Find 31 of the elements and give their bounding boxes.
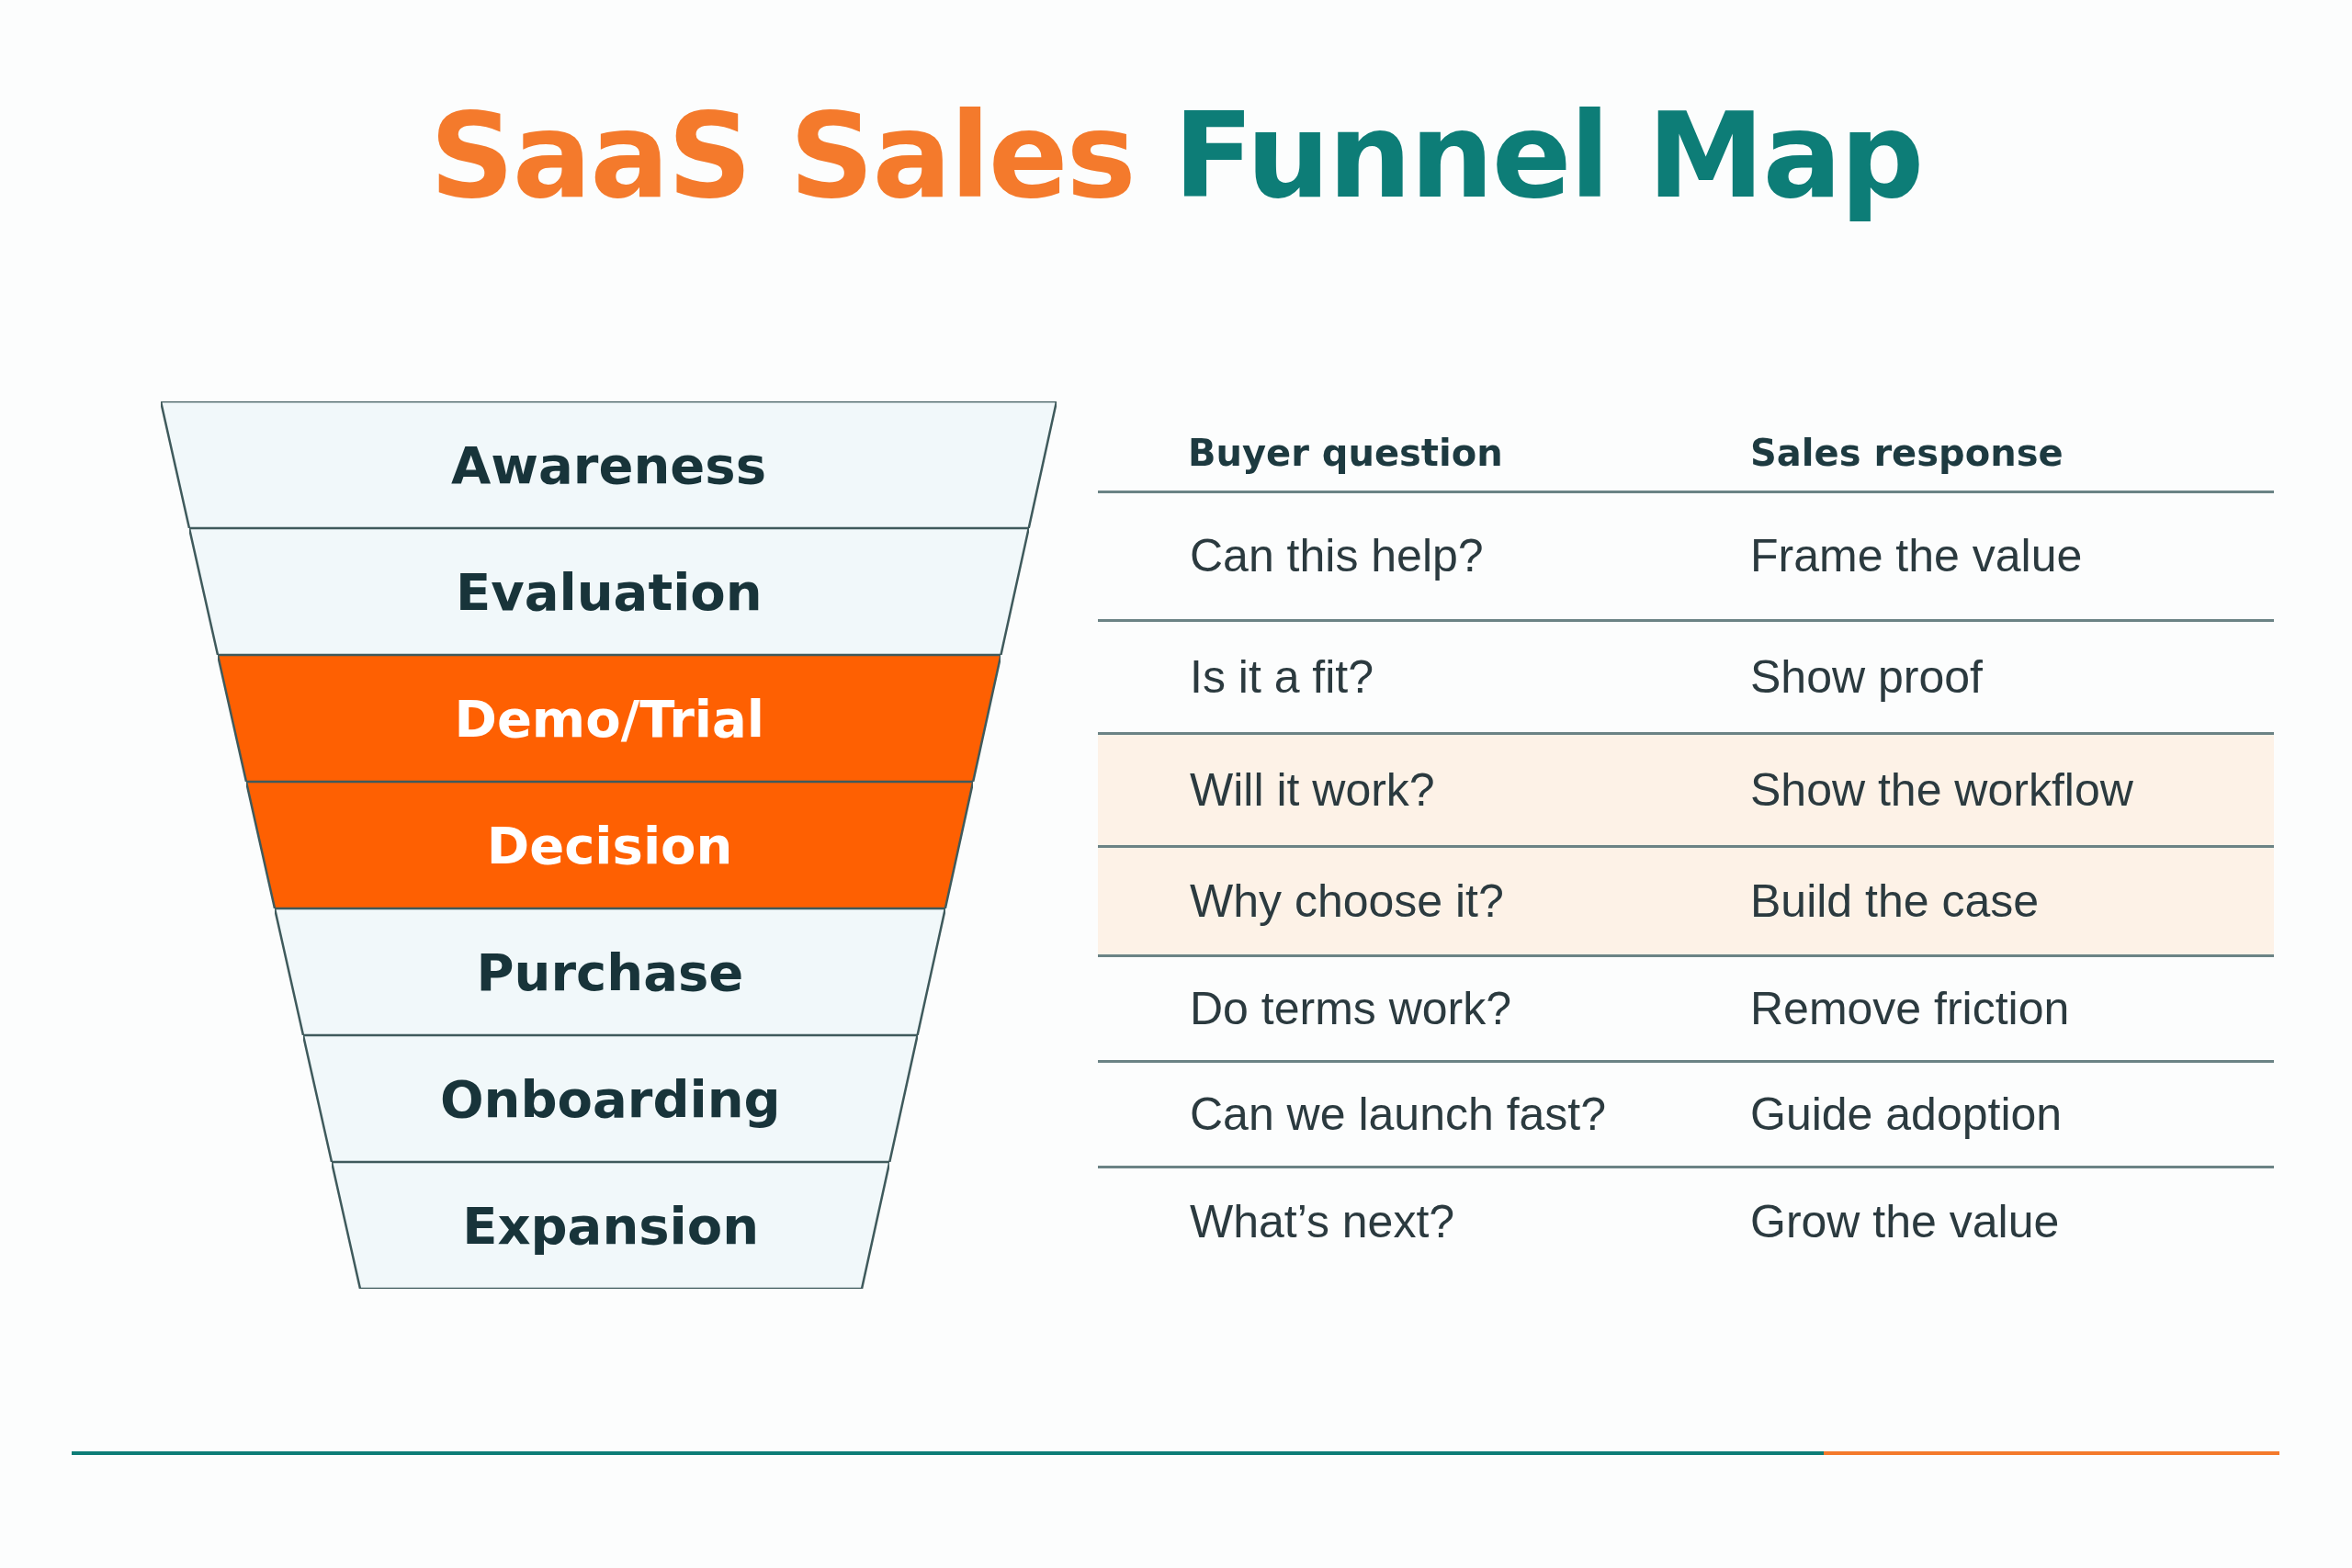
stage-label: Expansion	[461, 1195, 761, 1256]
stage-label: Demo/Trial	[453, 688, 765, 749]
table-cell-text: Can this help?	[1190, 529, 1484, 582]
funnel-stage	[189, 528, 1029, 655]
stage-label: Evaluation	[455, 561, 763, 622]
table-cell-text: Build the case	[1750, 874, 2040, 928]
stage-label: Onboarding	[438, 1068, 782, 1129]
table-cell-text: Show the workflow	[1750, 762, 2133, 817]
funnel-stage	[246, 782, 974, 908]
funnel-stage	[275, 908, 945, 1035]
funnel-stage	[332, 1162, 890, 1289]
stage-label: Purchase	[475, 942, 745, 1002]
stage-label: Awareness	[450, 434, 767, 495]
table-cell-text: Grow the value	[1750, 1195, 2060, 1248]
table-cell-text: Do terms work?	[1190, 981, 1512, 1035]
table-cell-text: Will it work?	[1190, 762, 1435, 817]
table-cell-text: Remove friction	[1750, 981, 2070, 1035]
funnel-stage	[161, 401, 1057, 528]
table-cell-text: Show proof	[1750, 649, 1983, 704]
table-cell-text: Frame the value	[1750, 529, 2083, 582]
column-header: Sales response	[1750, 432, 2064, 474]
table-cell-text: Guide adoption	[1750, 1087, 2063, 1141]
title: SaaS Sales Funnel Map	[429, 87, 1923, 224]
table-cell-text: Is it a fit?	[1190, 649, 1374, 704]
table-cell-text: What’s next?	[1190, 1195, 1455, 1248]
column-header: Buyer question	[1188, 432, 1503, 474]
funnel-stage	[303, 1035, 918, 1162]
table-cell-text: Why choose it?	[1190, 874, 1504, 928]
table-cell-text: Can we launch fast?	[1190, 1087, 1607, 1141]
funnel-stage	[218, 655, 1001, 782]
stage-label: Decision	[485, 815, 734, 875]
